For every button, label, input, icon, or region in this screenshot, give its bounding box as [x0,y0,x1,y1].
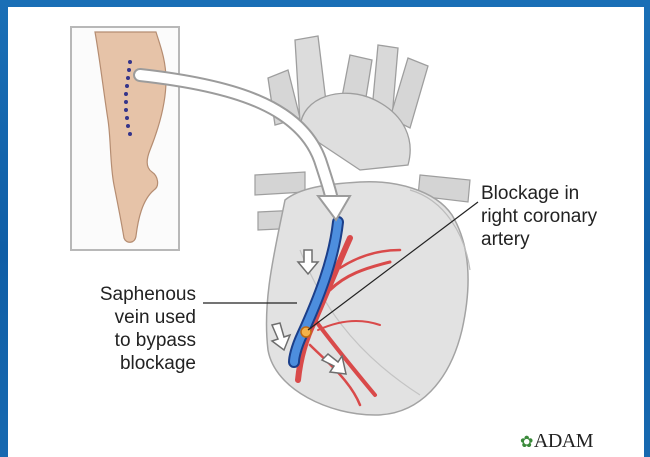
saphenous-vein-label: Saphenous vein used to bypass blockage [72,283,196,375]
logo-text: ADAM [534,430,593,452]
blockage-label: Blockage in right coronary artery [481,182,641,251]
leg-illustration [95,32,166,242]
adam-logo: ✿ADAM [520,430,593,452]
leaf-icon: ✿ [520,434,533,451]
heart-illustration [255,36,470,415]
